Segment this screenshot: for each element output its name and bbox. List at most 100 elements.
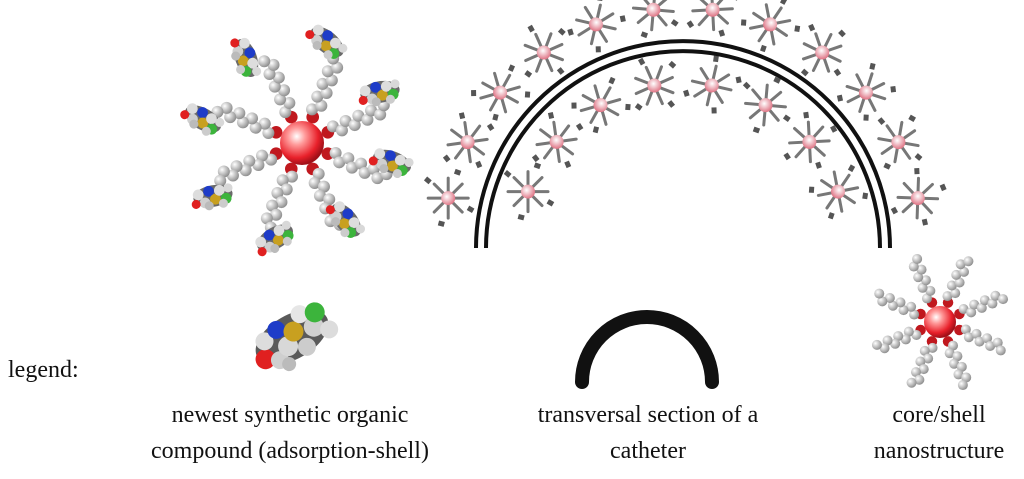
chain-atom bbox=[961, 372, 972, 383]
chain-atom bbox=[258, 117, 271, 130]
chain-atom bbox=[992, 337, 1003, 348]
chain-atom bbox=[877, 296, 888, 307]
chain-atom bbox=[960, 324, 971, 335]
adsorbed-molecule bbox=[355, 77, 403, 110]
chain-atom bbox=[949, 358, 960, 369]
chain-atom bbox=[321, 65, 334, 78]
chain-atom bbox=[345, 161, 358, 174]
chain-atom bbox=[895, 297, 906, 308]
chain-atom bbox=[249, 121, 262, 134]
chain-atom bbox=[236, 116, 249, 129]
nanoparticle-core bbox=[280, 121, 324, 165]
chain-atom bbox=[923, 353, 934, 364]
chain-atom bbox=[267, 58, 280, 71]
chain-atom bbox=[903, 326, 914, 337]
chain-atom bbox=[361, 113, 374, 126]
catheter-wall-outer bbox=[484, 49, 882, 249]
chain-atom bbox=[323, 193, 336, 206]
chain-atom bbox=[952, 351, 963, 362]
chain-atom bbox=[884, 292, 895, 303]
coating-nanostructure bbox=[878, 158, 959, 239]
chain-atom bbox=[339, 115, 352, 128]
chain-atom bbox=[265, 153, 278, 166]
nanoparticle-core bbox=[924, 306, 956, 338]
chain-atom bbox=[278, 84, 291, 97]
inner-coating-ring bbox=[502, 47, 874, 225]
coating-nanostructure bbox=[827, 56, 906, 131]
chain-atom bbox=[270, 208, 283, 221]
coating-nanostructure bbox=[737, 72, 796, 138]
coating-nanostructure bbox=[770, 102, 850, 183]
legend-caption-compound-line2: compound (adsorption-shell) bbox=[151, 438, 429, 464]
chain-atom bbox=[246, 112, 259, 125]
chain-atom bbox=[256, 149, 269, 162]
chain-atom bbox=[871, 339, 882, 350]
legend-caption-nanostructure: core/shell nanostructure bbox=[854, 397, 1024, 469]
chain-atom bbox=[226, 169, 239, 182]
chain-atom bbox=[987, 298, 998, 309]
chain-atom bbox=[893, 331, 904, 342]
coating-nanostructure bbox=[557, 0, 637, 64]
chain-atom bbox=[316, 77, 329, 90]
chain-atom bbox=[911, 330, 922, 341]
chain-atom bbox=[280, 183, 293, 196]
chain-atom bbox=[906, 377, 917, 388]
chain-atom bbox=[966, 307, 977, 318]
chain-atom bbox=[320, 87, 333, 100]
chain-atom bbox=[352, 109, 365, 122]
chain-atom bbox=[898, 305, 909, 316]
chain-atom bbox=[365, 104, 378, 117]
chain-atom bbox=[956, 361, 967, 372]
chain-atom bbox=[927, 342, 938, 353]
chain-atom bbox=[224, 111, 237, 124]
chain-atom bbox=[887, 300, 898, 311]
legend-core-shell bbox=[871, 253, 1009, 391]
chain-atom bbox=[283, 97, 296, 110]
coated-catheter-illustration bbox=[422, 0, 959, 249]
chain-atom bbox=[268, 80, 281, 93]
chain-atom bbox=[890, 338, 901, 349]
chain-atom bbox=[342, 152, 355, 165]
chain-atom bbox=[258, 55, 271, 68]
chain-atom bbox=[358, 166, 371, 179]
chain-atom bbox=[925, 285, 936, 296]
chain-atom bbox=[913, 272, 924, 283]
chain-atom bbox=[906, 301, 917, 312]
chain-atom bbox=[272, 71, 285, 84]
chain-atom bbox=[271, 186, 284, 199]
chain-atom bbox=[954, 277, 965, 288]
chain-atom bbox=[315, 99, 328, 112]
chain-atom bbox=[275, 196, 288, 209]
chain-atom bbox=[985, 341, 996, 352]
chain-atom bbox=[944, 348, 955, 359]
chain-atom bbox=[882, 335, 893, 346]
chain-atom bbox=[963, 256, 974, 267]
adsorbed-molecule bbox=[188, 181, 236, 214]
central-nanostructure bbox=[211, 52, 393, 234]
chain-atom bbox=[958, 303, 969, 314]
legend-caption-catheter-line2: catheter bbox=[610, 438, 686, 464]
coating-nanostructure bbox=[868, 107, 931, 177]
chain-atom bbox=[957, 380, 968, 391]
chain-atom bbox=[918, 364, 929, 375]
chain-atom bbox=[915, 356, 926, 367]
outer-coating-ring bbox=[422, 0, 959, 239]
chain-atom bbox=[217, 165, 230, 178]
chain-atom bbox=[998, 294, 1009, 305]
chain-atom bbox=[914, 374, 925, 385]
chain-atom bbox=[326, 120, 339, 133]
legend-label: legend: bbox=[8, 357, 79, 383]
chain-atom bbox=[239, 164, 252, 177]
chain-atom bbox=[963, 332, 974, 343]
legend-caption-catheter-line1: transversal section of a bbox=[537, 402, 759, 428]
chain-atom bbox=[959, 266, 970, 277]
coating-nanostructure bbox=[625, 0, 684, 43]
chain-atom bbox=[274, 93, 287, 106]
catheter-wall-inner bbox=[474, 39, 892, 249]
chain-atom bbox=[950, 288, 961, 299]
chain-atom bbox=[990, 290, 1001, 301]
chain-atom bbox=[920, 275, 931, 286]
chain-atom bbox=[971, 328, 982, 339]
coating-nanostructure bbox=[502, 160, 556, 222]
